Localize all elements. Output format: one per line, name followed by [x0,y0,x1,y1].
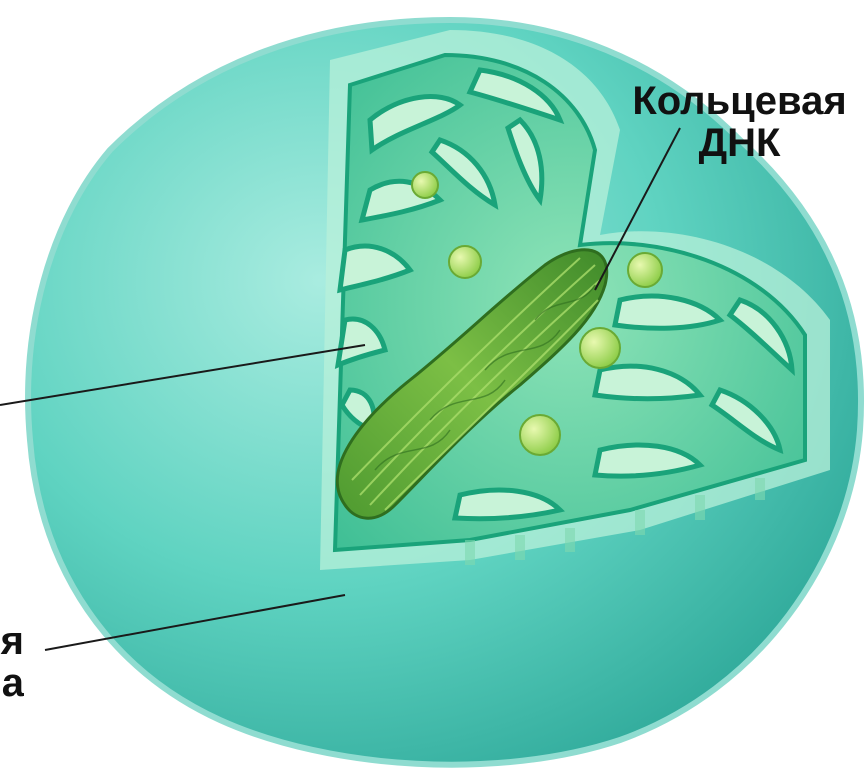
label-outer-membrane-line1: я [0,620,24,662]
label-outer-membrane-line2: a [0,662,24,704]
label-outer-membrane-fragment: я a [0,620,24,704]
label-circular-dna: Кольцевая ДНК [612,80,867,164]
label-circular-dna-line2: ДНК [612,122,867,164]
label-circular-dna-line1: Кольцевая [612,80,867,122]
